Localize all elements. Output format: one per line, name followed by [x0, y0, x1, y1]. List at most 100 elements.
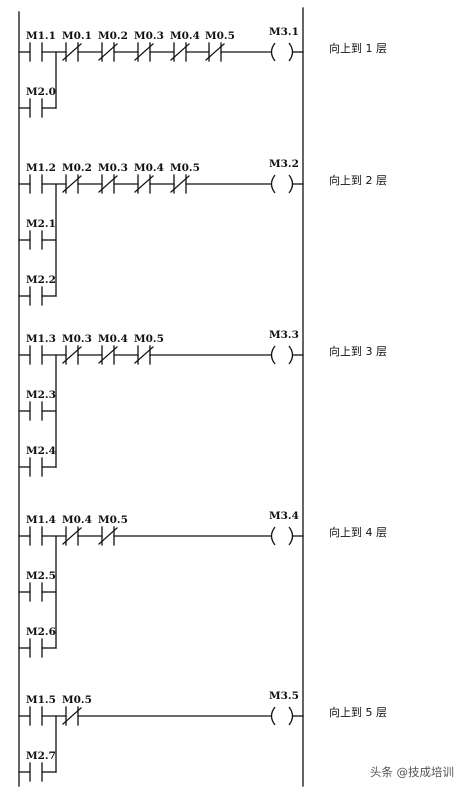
- contact-nc-slash: [170, 43, 190, 61]
- output-coil: [270, 42, 294, 62]
- rung-comment: 向上到 4 层: [329, 525, 387, 539]
- contact-nc-slash: [98, 175, 118, 193]
- rung-3: M1.3 M0.3 M0.4 M0.5M2.3M2.4 M3.3 向上到 3 层: [18, 329, 387, 477]
- coil-right-bracket: [288, 42, 294, 62]
- coil-left-bracket: [270, 174, 276, 194]
- contact-nc-slash: [62, 707, 82, 725]
- rung-comment: 向上到 5 层: [329, 705, 387, 719]
- rung-comment: 向上到 1 层: [329, 41, 387, 55]
- coil-right-bracket: [288, 706, 294, 726]
- contact-nc-slash: [134, 43, 154, 61]
- coil-address: M3.5: [269, 690, 299, 702]
- contact-nc-slash: [134, 175, 154, 193]
- coil-address: M3.3: [269, 329, 299, 341]
- coil-address: M3.1: [269, 26, 299, 38]
- branch-address: M2.0: [26, 86, 56, 98]
- contact-nc-slash: [98, 346, 118, 364]
- contact-nc-slash: [205, 43, 225, 61]
- contact-no: [29, 526, 43, 546]
- contact-nc: [98, 42, 118, 62]
- contact-address: M1.2: [26, 162, 56, 174]
- coil-address: M3.2: [269, 158, 299, 170]
- branch-address: M2.2: [26, 274, 56, 286]
- contact-address: M0.1: [62, 30, 92, 42]
- contact-nc-slash: [98, 527, 118, 545]
- contact-address: M0.4: [170, 30, 200, 42]
- contact-nc: [62, 706, 82, 726]
- contact-nc-slash: [62, 175, 82, 193]
- branch-contact-no: [29, 582, 43, 602]
- coil-left-bracket: [270, 42, 276, 62]
- output-coil: [270, 526, 294, 546]
- contact-address: M1.3: [26, 333, 56, 345]
- coil-left-bracket: [270, 345, 276, 365]
- coil-address: M3.4: [269, 510, 299, 522]
- branch-address: M2.3: [26, 389, 56, 401]
- contact-nc-slash: [170, 175, 190, 193]
- contact-address: M0.5: [134, 333, 164, 345]
- contact-nc-slash: [62, 527, 82, 545]
- contact-nc: [134, 345, 154, 365]
- contact-address: M0.2: [98, 30, 128, 42]
- rung-comment: 向上到 3 层: [329, 344, 387, 358]
- contact-address: M1.1: [26, 30, 56, 42]
- contact-address: M0.4: [98, 333, 128, 345]
- contact-address: M0.4: [134, 162, 164, 174]
- coil-left-bracket: [270, 526, 276, 546]
- contact-nc: [205, 42, 225, 62]
- contact-nc: [98, 174, 118, 194]
- contact-nc: [170, 42, 190, 62]
- contact-no: [29, 706, 43, 726]
- contact-address: M0.5: [170, 162, 200, 174]
- contact-address: M0.4: [62, 514, 92, 526]
- contact-address: M0.3: [98, 162, 128, 174]
- rung-4: M1.4 M0.4 M0.5M2.5M2.6 M3.4 向上到 4 层: [18, 510, 387, 658]
- coil-right-bracket: [288, 174, 294, 194]
- output-coil: [270, 345, 294, 365]
- branch-address: M2.7: [26, 750, 56, 762]
- branch-contact-no: [29, 457, 43, 477]
- contact-no: [29, 174, 43, 194]
- branch-contact-no: [29, 230, 43, 250]
- output-coil: [270, 174, 294, 194]
- contact-nc: [62, 174, 82, 194]
- contact-address: M1.5: [26, 694, 56, 706]
- output-coil: [270, 706, 294, 726]
- contact-nc-slash: [134, 346, 154, 364]
- branch-address: M2.4: [26, 445, 56, 457]
- contact-nc-slash: [98, 43, 118, 61]
- contact-nc: [98, 345, 118, 365]
- branch-address: M2.5: [26, 570, 56, 582]
- coil-right-bracket: [288, 345, 294, 365]
- contact-nc: [134, 42, 154, 62]
- contact-address: M0.5: [98, 514, 128, 526]
- branch-contact-no: [29, 762, 43, 782]
- watermark: 头条 @技成培训: [369, 765, 454, 779]
- contact-nc: [134, 174, 154, 194]
- contact-address: M0.2: [62, 162, 92, 174]
- branch-address: M2.6: [26, 626, 56, 638]
- contact-nc-slash: [62, 43, 82, 61]
- contact-nc-slash: [62, 346, 82, 364]
- branch-contact-no: [29, 638, 43, 658]
- rung-comment: 向上到 2 层: [329, 173, 387, 187]
- contact-address: M0.5: [205, 30, 235, 42]
- contact-no: [29, 345, 43, 365]
- contact-nc: [62, 526, 82, 546]
- contact-address: M0.5: [62, 694, 92, 706]
- contact-no: [29, 42, 43, 62]
- contact-nc: [62, 42, 82, 62]
- contact-nc: [98, 526, 118, 546]
- branch-contact-no: [29, 401, 43, 421]
- contact-nc: [170, 174, 190, 194]
- coil-right-bracket: [288, 526, 294, 546]
- contact-address: M0.3: [62, 333, 92, 345]
- contact-address: M1.4: [26, 514, 56, 526]
- coil-left-bracket: [270, 706, 276, 726]
- rung-5: M1.5 M0.5M2.7 M3.5 向上到 5 层: [18, 690, 387, 782]
- branch-contact-no: [29, 286, 43, 306]
- branch-address: M2.1: [26, 218, 56, 230]
